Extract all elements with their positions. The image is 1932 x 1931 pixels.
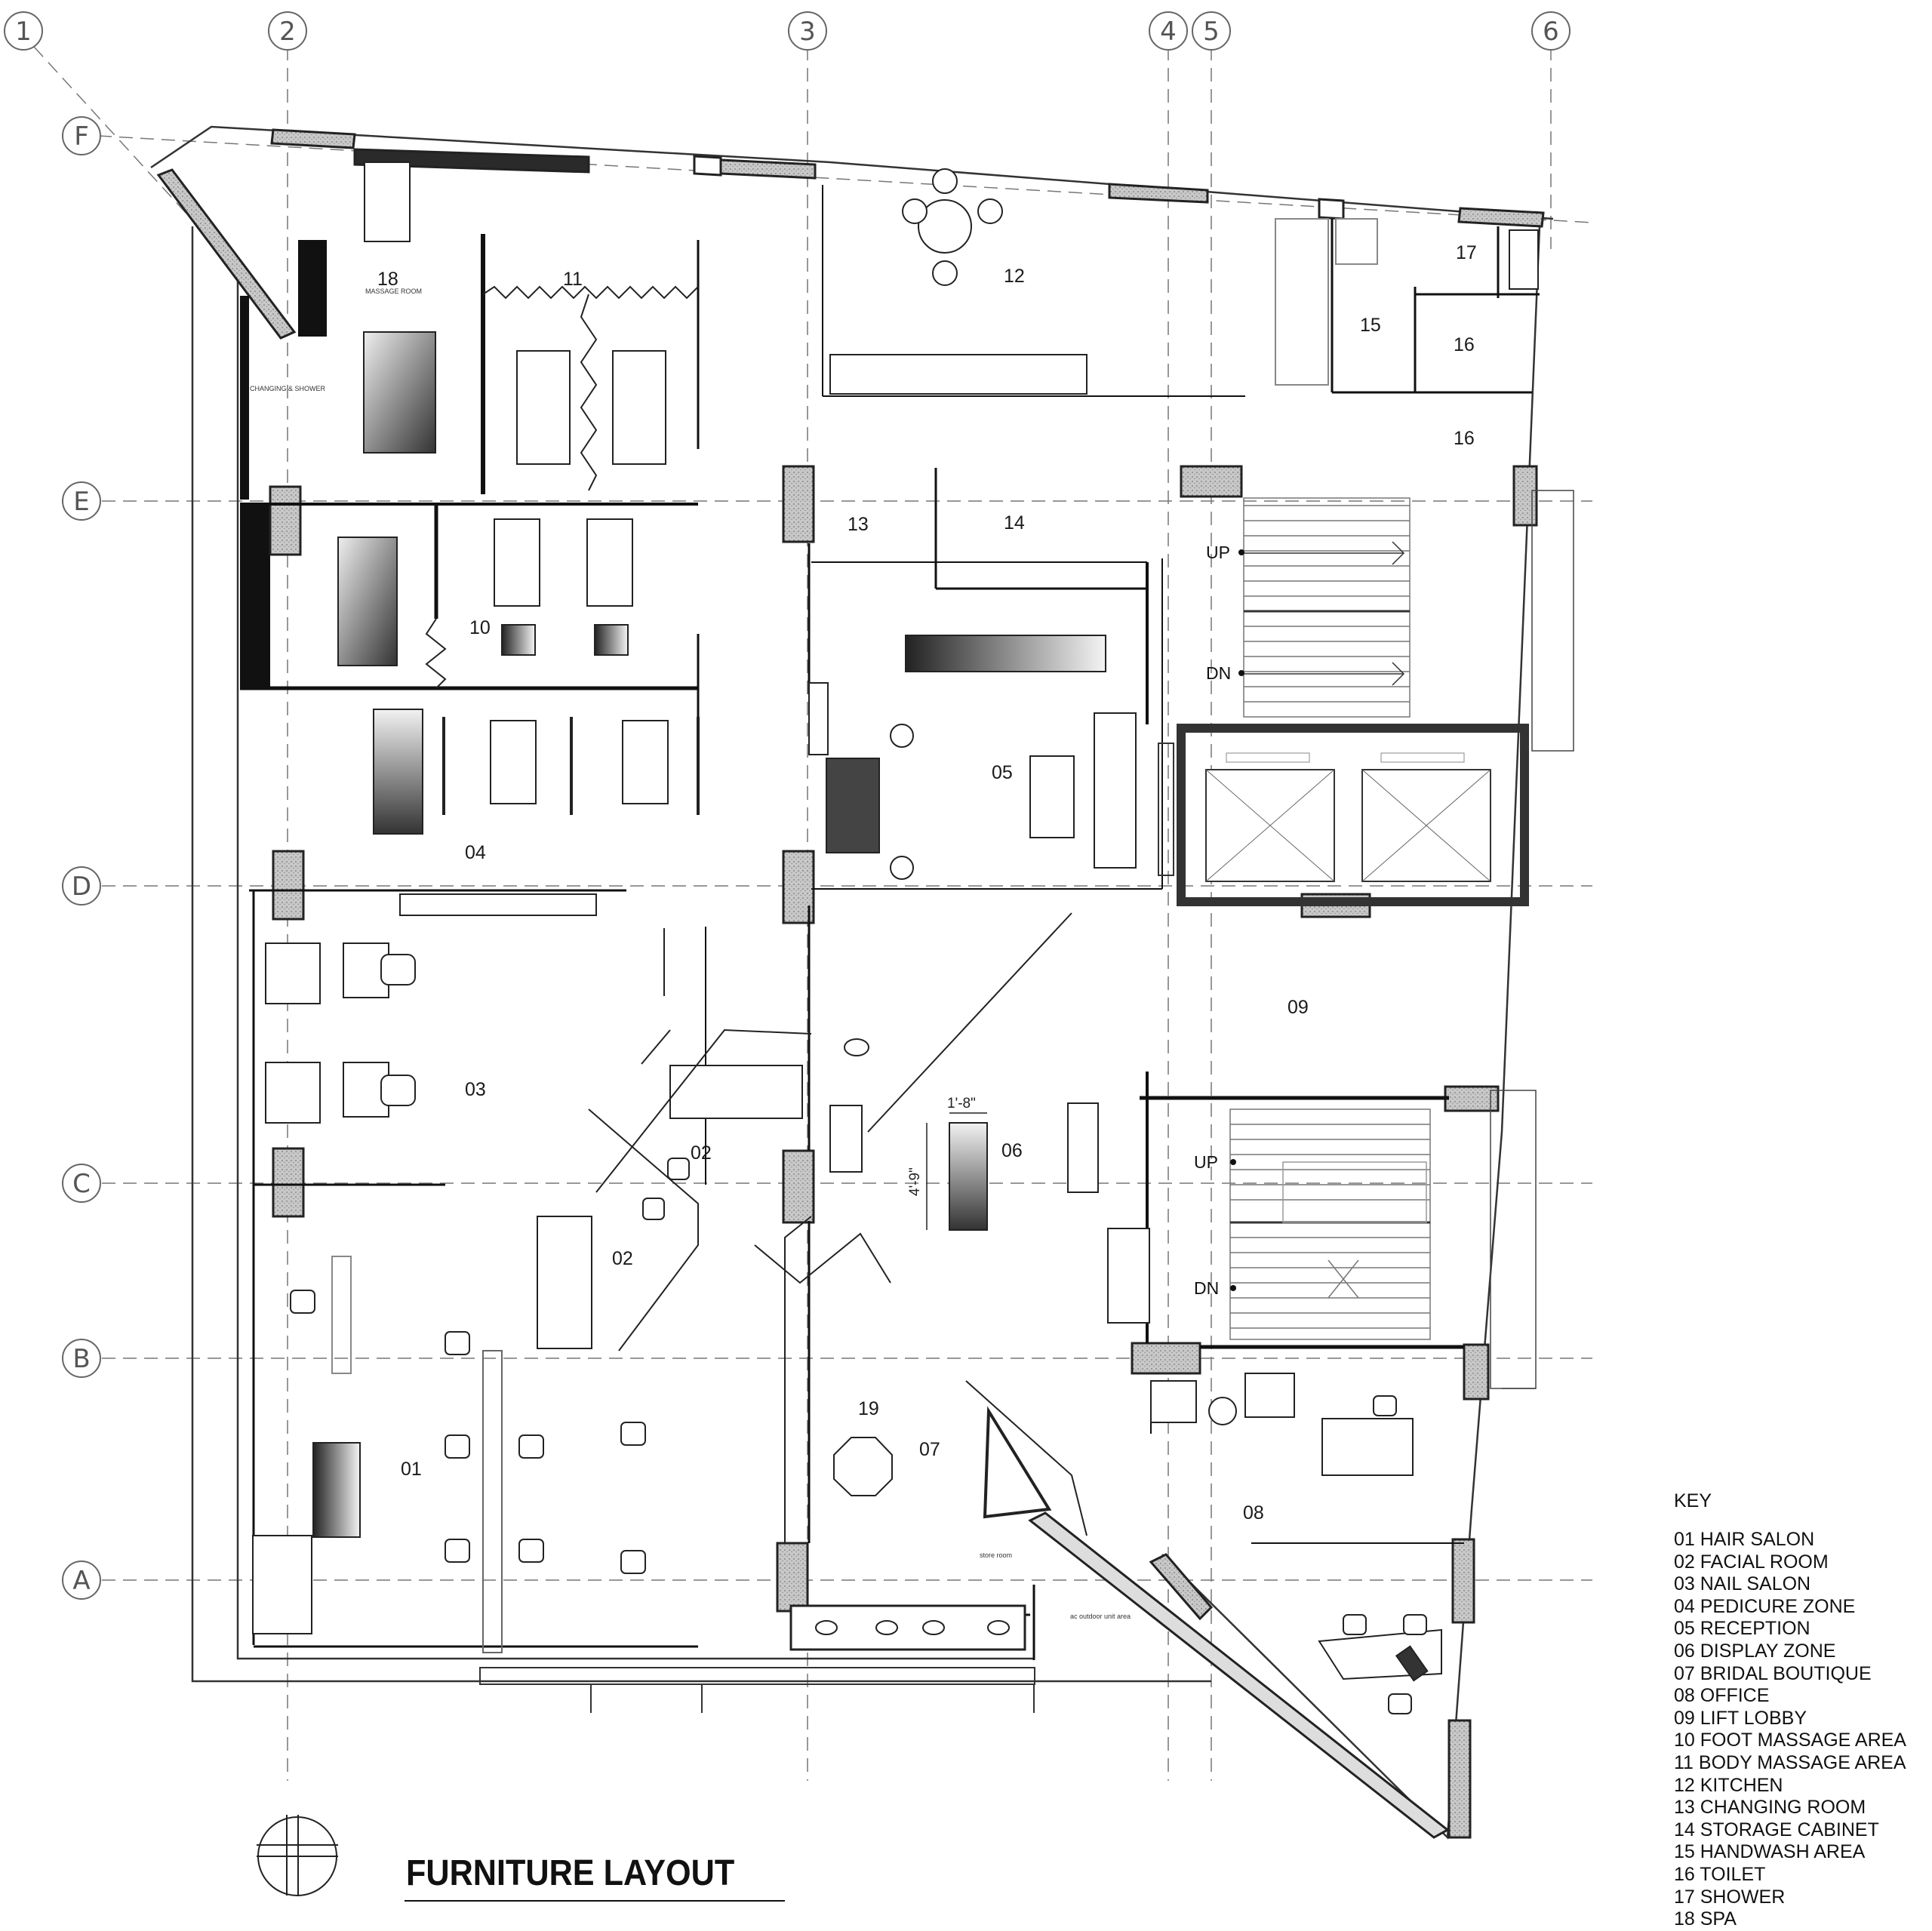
ac-outdoor-label: ac outdoor unit area [1070,1613,1131,1620]
svg-text:2: 2 [279,17,296,47]
svg-text:5: 5 [1203,17,1220,47]
key-item: 15 HANDWASH AREA [1674,1841,1866,1863]
room-labels: 01 02 02 03 04 05 06 07 08 09 10 11 12 1… [377,242,1477,1524]
stair-up-upper: UP [1206,543,1230,562]
room-label-09: 09 [1287,997,1309,1018]
key-title: KEY [1674,1490,1712,1511]
grid-bubble-col-4: 4 [1149,11,1188,51]
left-wall [240,240,1538,1839]
legend-key: KEY 01 HAIR SALON 02 FACIAL ROOM 03 NAIL… [1674,1490,1923,1931]
room-label-02-upper: 02 [691,1142,712,1164]
lift-core [1158,724,1529,906]
store-room-label: store room [980,1551,1012,1559]
key-item: 12 KITCHEN [1674,1774,1783,1796]
stair-up-lower: UP [1194,1152,1218,1172]
key-item: 13 CHANGING ROOM [1674,1797,1866,1819]
svg-text:4: 4 [1160,17,1177,47]
key-item: 11 BODY MASSAGE AREA [1674,1751,1906,1773]
stair-dn-upper: DN [1206,663,1231,683]
svg-text:C: C [72,1169,91,1199]
key-item: 16 TOILET [1674,1863,1766,1885]
staircase-lower [1229,1108,1431,1340]
grid-bubble-row-B: B [62,1339,101,1378]
room-label-05: 05 [992,762,1013,783]
key-item: 01 HAIR SALON [1674,1529,1815,1550]
svg-text:B: B [72,1344,90,1374]
svg-text:D: D [72,872,91,902]
room-label-18: 18 [377,269,398,290]
room-label-04: 04 [465,842,486,863]
title-underline [405,1900,785,1902]
key-item: 06 DISPLAY ZONE [1674,1640,1836,1662]
room-label-16-upper: 16 [1454,334,1475,355]
room-label-17: 17 [1456,242,1477,263]
key-item: 10 FOOT MASSAGE AREA [1674,1730,1906,1751]
grid-bubbles: 1 2 3 4 5 6 F E D C B A [4,11,1571,1600]
key-item: 17 SHOWER [1674,1886,1786,1908]
key-item: 09 LIFT LOBBY [1674,1707,1807,1729]
room-label-19: 19 [858,1398,879,1419]
svg-text:3: 3 [799,17,816,47]
grid-bubble-row-D: D [62,866,101,906]
small-labels: MASSAGE ROOM CHANGING & SHOWER store roo… [250,287,1131,1620]
room-label-07: 07 [919,1439,940,1460]
room-label-12: 12 [1004,266,1025,287]
drawing-title: FURNITURE LAYOUT [406,1853,735,1893]
staircase-upper [1243,497,1411,718]
window-frames [1490,490,1574,1389]
room-label-10: 10 [469,617,491,638]
key-item: 05 RECEPTION [1674,1618,1810,1640]
massage-room-label: MASSAGE ROOM [365,287,422,295]
svg-text:A: A [72,1566,90,1596]
room-label-03: 03 [465,1079,486,1100]
dim-height: 4'-9" [907,1167,923,1196]
salon-chairs [290,724,1427,1714]
changing-shower-label: CHANGING & SHOWER [250,385,326,392]
key-item: 18 SPA [1674,1908,1737,1930]
svg-text:6: 6 [1543,17,1559,47]
stair-labels: UP DN UP DN [1194,543,1244,1298]
grid-bubble-col-2: 2 [268,11,307,51]
dim-width: 1'-8" [947,1096,976,1112]
grid-bubble-col-1: 1 [4,11,43,51]
grid-bubble-row-F: F [62,116,101,155]
display-dimensions: 1'-8" 4'-9" [907,1096,987,1230]
grid-lines [33,46,1593,1781]
room-label-15: 15 [1360,315,1381,336]
room-label-08: 08 [1243,1502,1264,1524]
room-label-02-lower: 02 [612,1248,633,1269]
key-item: 14 STORAGE CABINET [1674,1819,1879,1840]
diagonal-walls [588,912,1088,1543]
grid-bubble-row-A: A [62,1560,101,1600]
stair-dn-lower: DN [1194,1278,1219,1298]
room-label-01: 01 [401,1459,422,1480]
room-label-14: 14 [1004,512,1025,533]
grid-bubble-row-E: E [62,481,101,521]
key-item: 03 NAIL SALON [1674,1573,1811,1595]
grid-bubble-col-5: 5 [1192,11,1231,51]
svg-text:E: E [73,487,89,517]
north-arrow-icon [257,1815,338,1896]
room-label-16-lower: 16 [1454,428,1475,449]
key-item: 08 OFFICE [1674,1685,1770,1707]
svg-text:F: F [74,121,89,152]
zigzag-partitions [425,285,699,689]
exterior-walls [156,128,1545,340]
bottom-strip [479,1667,1035,1713]
furniture [252,161,1539,1682]
room-label-06: 06 [1001,1140,1023,1161]
room-label-11: 11 [563,269,583,290]
grid-bubble-col-6: 6 [1531,11,1571,51]
key-item: 02 FACIAL ROOM [1674,1551,1829,1573]
key-item: 07 BRIDAL BOUTIQUE [1674,1662,1872,1684]
key-item: 04 PEDICURE ZONE [1674,1595,1856,1617]
svg-text:1: 1 [15,17,32,47]
room-label-13: 13 [848,514,869,535]
grid-bubble-row-C: C [62,1164,101,1203]
grid-bubble-col-3: 3 [788,11,827,51]
